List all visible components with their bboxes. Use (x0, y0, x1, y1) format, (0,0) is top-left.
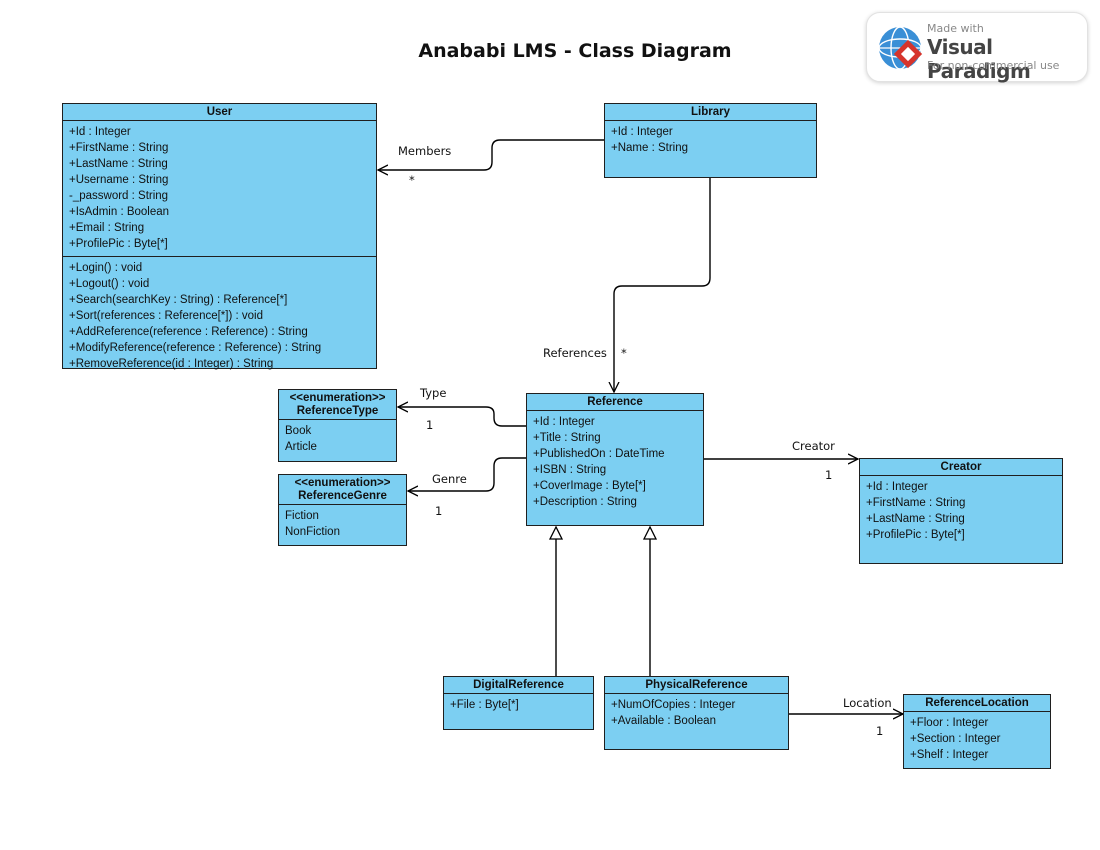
attribute: +Id : Integer (866, 481, 928, 493)
attribute: +Name : String (611, 142, 689, 154)
class-name: ReferenceGenre (298, 490, 387, 502)
attribute-compartment: +Id : Integer +Title : String +Published… (527, 411, 703, 514)
references-role-label: References (543, 346, 607, 360)
attribute-compartment: +Id : Integer +Name : String (605, 121, 816, 160)
diagram-title: Anababi LMS - Class Diagram (418, 40, 732, 62)
class-name: Library (605, 104, 816, 121)
watermark-note: For non-commercial use (927, 59, 1060, 72)
operation: +Logout() : void (69, 278, 150, 290)
stereotype-label: <<enumeration>> (294, 477, 391, 489)
attribute: +Email : String (69, 222, 145, 234)
genre-role-label: Genre (432, 472, 467, 486)
attribute: +IsAdmin : Boolean (69, 206, 170, 218)
members-multiplicity: * (409, 173, 415, 187)
attribute: +NumOfCopies : Integer (611, 699, 736, 711)
attribute-compartment: +Id : Integer +FirstName : String +LastN… (63, 121, 376, 256)
class-name: Reference (527, 394, 703, 411)
attribute: +PublishedOn : DateTime (533, 448, 665, 460)
visual-paradigm-logo-icon (878, 26, 923, 70)
attribute: +Id : Integer (611, 126, 673, 138)
attribute: +Floor : Integer (910, 717, 989, 729)
class-name: DigitalReference (444, 677, 593, 694)
attribute: +ISBN : String (533, 464, 607, 476)
enum-literal: Fiction (285, 510, 319, 522)
creator-multiplicity: 1 (825, 468, 833, 482)
operation: +Sort(references : Reference[*]) : void (69, 310, 263, 322)
attribute: +ProfilePic : Byte[*] (866, 529, 965, 541)
digital-reference-class[interactable]: DigitalReference +File : Byte[*] (443, 676, 594, 730)
literal-compartment: Fiction NonFiction (279, 505, 406, 544)
location-role-label: Location (843, 696, 892, 710)
members-role-label: Members (398, 144, 452, 158)
enum-header: <<enumeration>> ReferenceType (279, 390, 396, 420)
physical-generalization-arrowhead (642, 525, 658, 540)
enum-literal: Article (285, 441, 317, 453)
attribute: +Shelf : Integer (910, 749, 989, 761)
type-association-line (398, 407, 526, 427)
enum-literal: Book (285, 425, 312, 437)
attribute: +Section : Integer (910, 733, 1001, 745)
operation: +RemoveReference(id : Integer) : String (69, 358, 274, 370)
stereotype-label: <<enumeration>> (289, 392, 386, 404)
operation-compartment: +Login() : void +Logout() : void +Search… (63, 256, 376, 376)
genre-association-line (408, 457, 526, 491)
attribute: +ProfilePic : Byte[*] (69, 238, 168, 250)
operation: +AddReference(reference : Reference) : S… (69, 326, 308, 338)
attribute-compartment: +Floor : Integer +Section : Integer +She… (904, 712, 1050, 767)
watermark-made-with: Made with (927, 22, 984, 35)
attribute: +LastName : String (866, 513, 965, 525)
type-role-label: Type (420, 386, 447, 400)
watermark-brand: Visual Paradigm (927, 35, 1031, 83)
genre-multiplicity: 1 (435, 504, 443, 518)
class-name: Creator (860, 459, 1062, 476)
literal-compartment: Book Article (279, 420, 396, 459)
class-name: User (63, 104, 376, 121)
location-multiplicity: 1 (876, 724, 884, 738)
type-multiplicity: 1 (426, 418, 434, 432)
attribute: +LastName : String (69, 158, 168, 170)
references-multiplicity: * (621, 346, 627, 360)
creator-role-label: Creator (792, 439, 835, 453)
attribute: +Title : String (533, 432, 601, 444)
members-association-line (378, 139, 604, 170)
reference-location-class[interactable]: ReferenceLocation +Floor : Integer +Sect… (903, 694, 1051, 769)
attribute: +File : Byte[*] (450, 699, 519, 711)
enum-literal: NonFiction (285, 526, 340, 538)
reference-type-enum[interactable]: <<enumeration>> ReferenceType Book Artic… (278, 389, 397, 462)
visual-paradigm-watermark: Made with Visual Paradigm For non-commer… (866, 12, 1088, 83)
class-name: PhysicalReference (605, 677, 788, 694)
attribute: +Username : String (69, 174, 169, 186)
reference-genre-enum[interactable]: <<enumeration>> ReferenceGenre Fiction N… (278, 474, 407, 546)
operation: +Search(searchKey : String) : Reference[… (69, 294, 288, 306)
attribute: +FirstName : String (69, 142, 169, 154)
attribute: +Available : Boolean (611, 715, 716, 727)
attribute: +Id : Integer (533, 416, 595, 428)
reference-class[interactable]: Reference +Id : Integer +Title : String … (526, 393, 704, 526)
attribute: +FirstName : String (866, 497, 966, 509)
attribute-compartment: +File : Byte[*] (444, 694, 593, 717)
attribute-compartment: +Id : Integer +FirstName : String +LastN… (860, 476, 1062, 547)
enum-header: <<enumeration>> ReferenceGenre (279, 475, 406, 505)
class-name: ReferenceType (296, 405, 379, 417)
operation: +Login() : void (69, 262, 143, 274)
creator-class[interactable]: Creator +Id : Integer +FirstName : Strin… (859, 458, 1063, 564)
user-class[interactable]: User +Id : Integer +FirstName : String +… (62, 103, 377, 370)
attribute: +Description : String (533, 496, 637, 508)
library-class[interactable]: Library +Id : Integer +Name : String (604, 103, 817, 178)
operation: +ModifyReference(reference : Reference) … (69, 342, 322, 354)
digital-generalization-arrowhead (548, 525, 564, 540)
attribute-compartment: +NumOfCopies : Integer +Available : Bool… (605, 694, 788, 733)
physical-reference-class[interactable]: PhysicalReference +NumOfCopies : Integer… (604, 676, 789, 750)
attribute: +CoverImage : Byte[*] (533, 480, 646, 492)
attribute: +Id : Integer (69, 126, 131, 138)
class-name: ReferenceLocation (904, 695, 1050, 712)
references-association-line (614, 178, 711, 392)
attribute: -_password : String (69, 190, 169, 202)
